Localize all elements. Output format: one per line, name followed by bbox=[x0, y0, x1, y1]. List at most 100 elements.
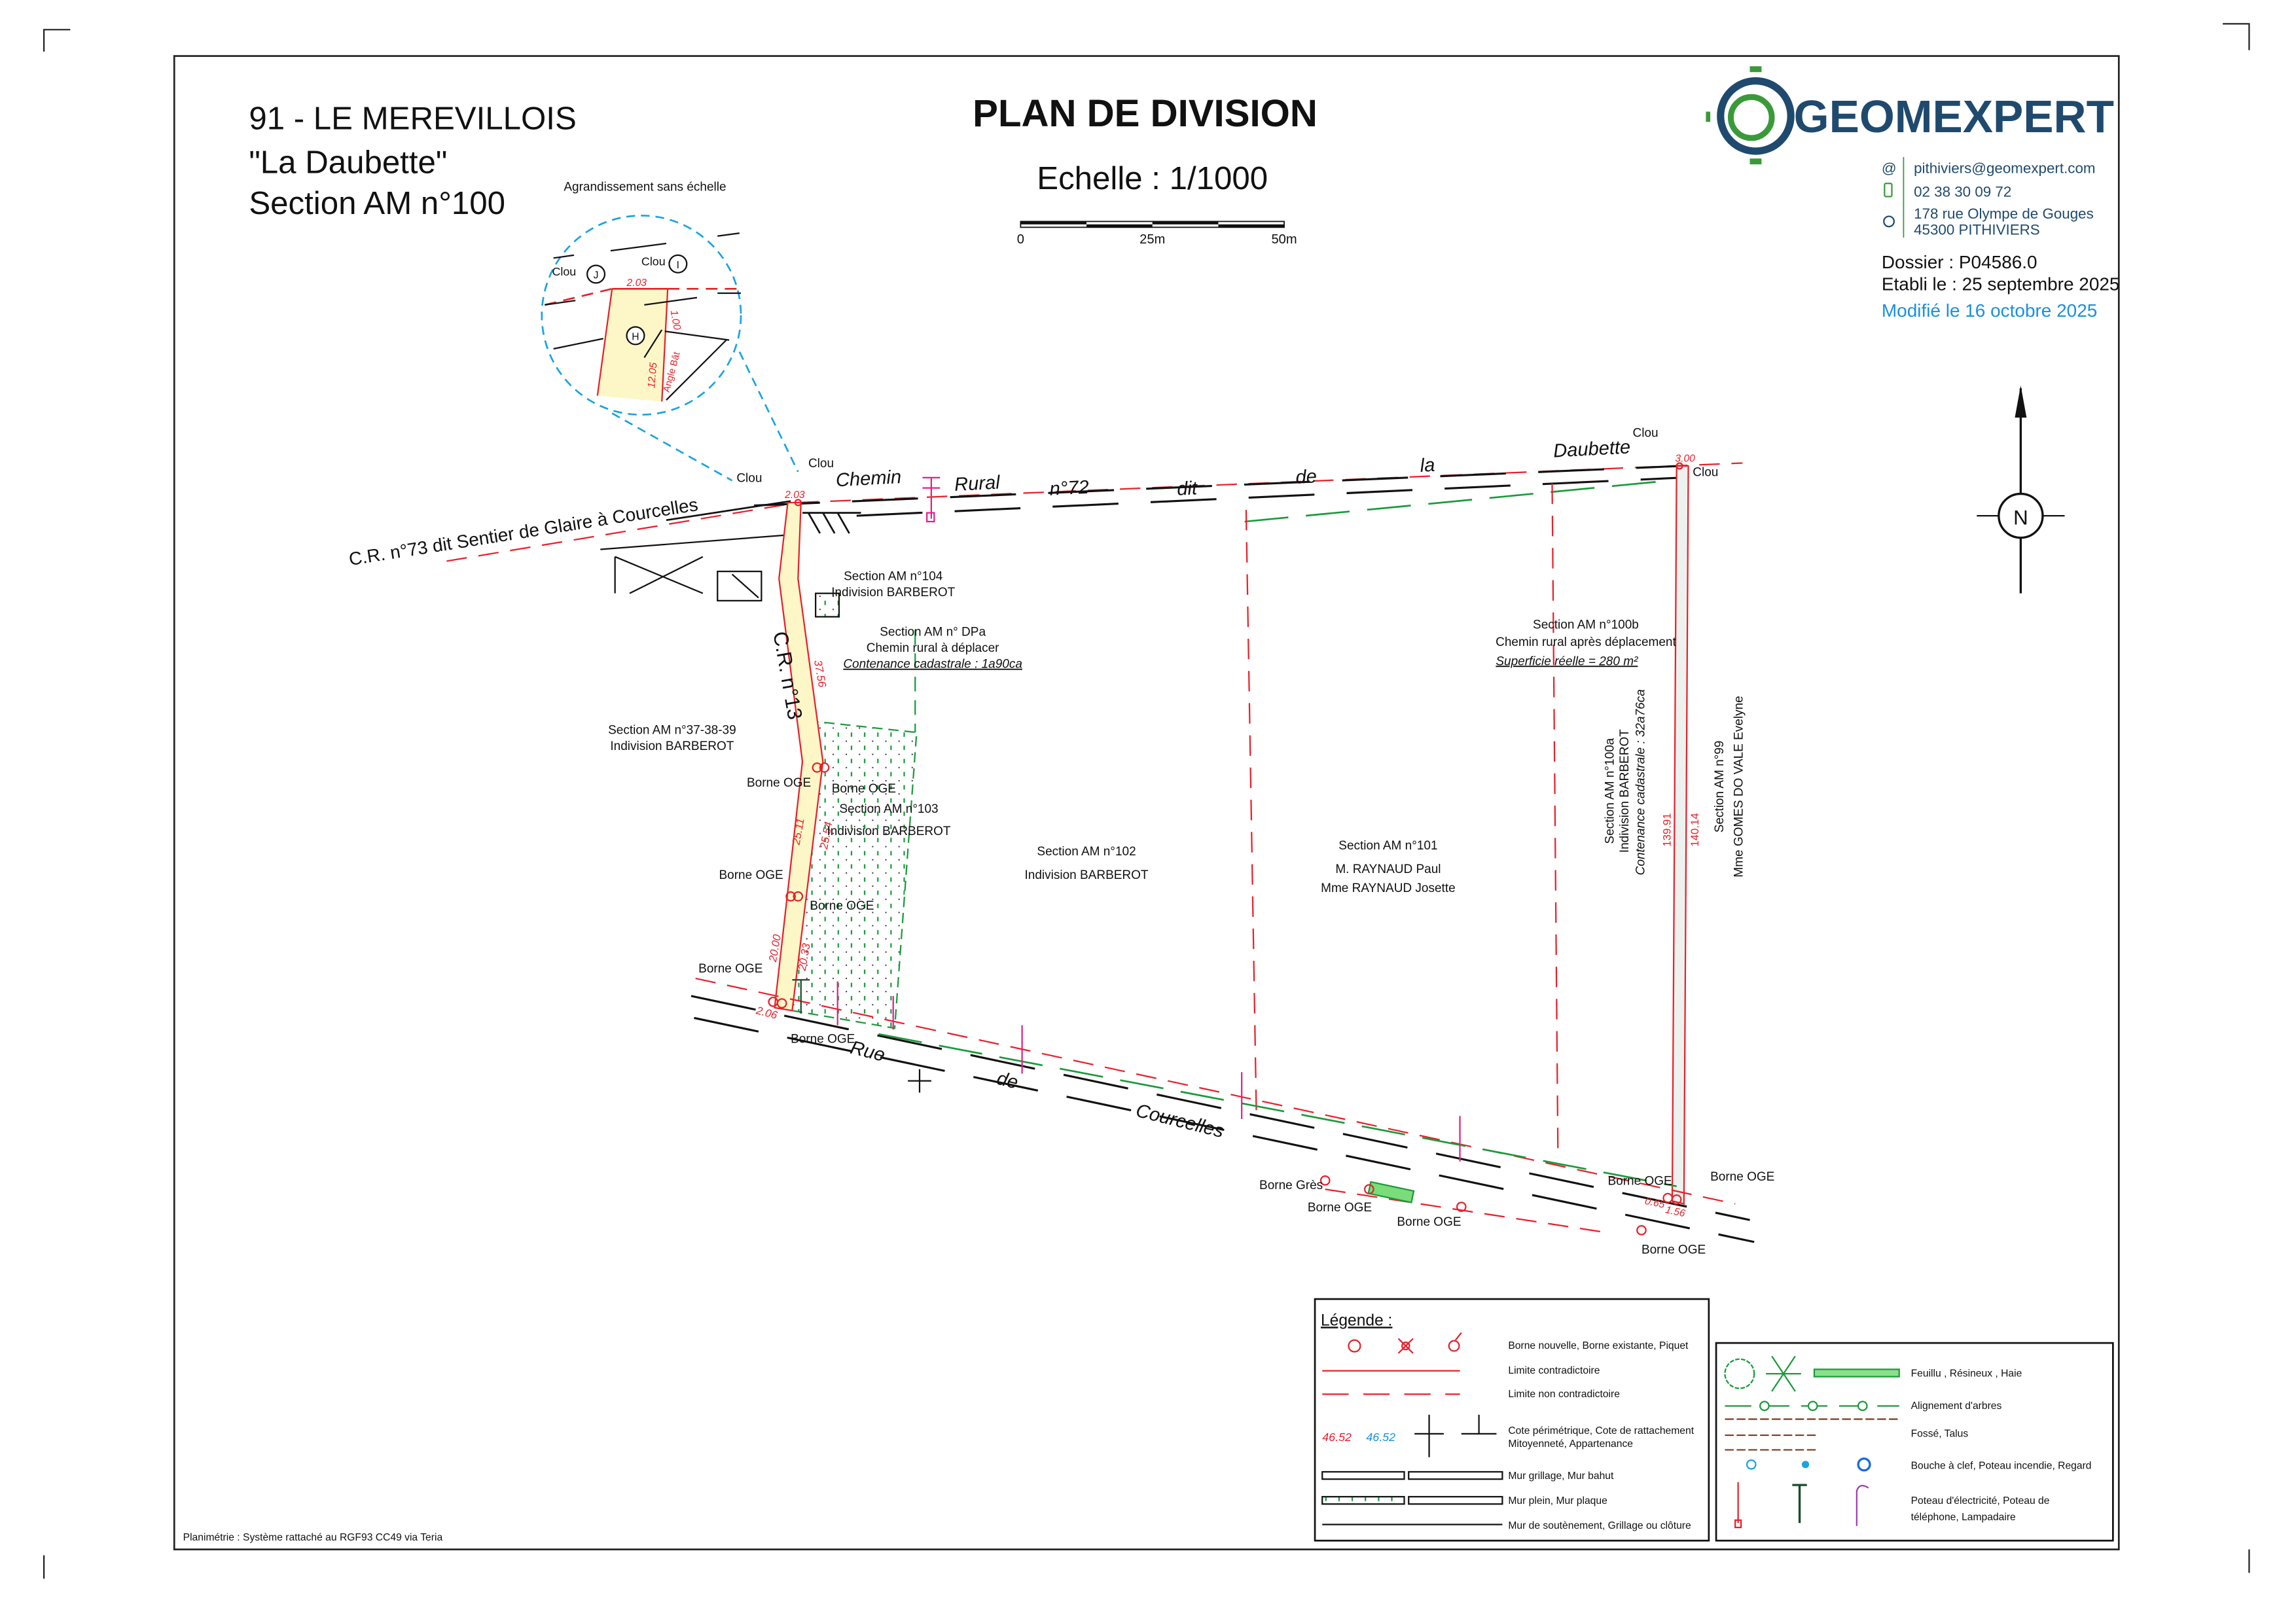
svg-text:Mme GOMES DO VALE Evelyne: Mme GOMES DO VALE Evelyne bbox=[1732, 696, 1746, 877]
top-road: C.R. n°73 dit Sentier de Glaire à Cource… bbox=[348, 437, 1743, 618]
svg-text:Alignement d'arbres: Alignement d'arbres bbox=[1911, 1400, 2002, 1412]
svg-text:1.00: 1.00 bbox=[668, 310, 683, 331]
svg-text:dit: dit bbox=[1176, 478, 1198, 500]
electric-pole-icon bbox=[922, 476, 941, 523]
svg-text:Borne OGE: Borne OGE bbox=[747, 776, 811, 790]
svg-text:Borne OGE: Borne OGE bbox=[719, 868, 783, 882]
svg-text:J: J bbox=[594, 270, 599, 281]
hydrant-icon bbox=[1801, 1461, 1810, 1469]
crop-marks bbox=[43, 23, 2250, 1579]
svg-text:12.05: 12.05 bbox=[646, 362, 659, 389]
svg-text:Fossé, Talus: Fossé, Talus bbox=[1911, 1428, 1969, 1439]
svg-text:0: 0 bbox=[1017, 232, 1024, 247]
svg-text:Clou: Clou bbox=[1693, 466, 1718, 480]
svg-text:Indivision BARBEROT: Indivision BARBEROT bbox=[1025, 868, 1149, 882]
modified-date: Modifié le 16 octobre 2025 bbox=[1882, 300, 2097, 321]
svg-text:46.52: 46.52 bbox=[1322, 1431, 1352, 1444]
svg-text:139.91: 139.91 bbox=[1661, 813, 1674, 846]
sheet-frame bbox=[173, 55, 2120, 1550]
svg-text:0.65: 0.65 bbox=[1644, 1196, 1666, 1211]
location-icon bbox=[1883, 215, 1895, 228]
svg-text:Section AM n°102: Section AM n°102 bbox=[1037, 845, 1136, 859]
svg-text:Chemin rural à déplacer: Chemin rural à déplacer bbox=[867, 641, 999, 655]
svg-text:Indivision BARBEROT: Indivision BARBEROT bbox=[831, 586, 955, 599]
svg-text:37.56: 37.56 bbox=[812, 659, 829, 688]
location-title: 91 - LE MEREVILLOIS bbox=[249, 100, 576, 136]
legend-secondary: Feuillu , Résineux , Haie Alignement d'a… bbox=[1715, 1342, 2114, 1542]
svg-text:Mur de soutènement, Grillage o: Mur de soutènement, Grillage ou clôture bbox=[1508, 1520, 1691, 1531]
svg-text:téléphone, Lampadaire: téléphone, Lampadaire bbox=[1911, 1512, 2016, 1523]
parcel-labels: Section AM n°104 Indivision BARBEROT Sec… bbox=[608, 570, 1746, 896]
svg-text:de: de bbox=[1295, 466, 1318, 488]
svg-text:Mitoyenneté, Appartenance: Mitoyenneté, Appartenance bbox=[1508, 1438, 1633, 1450]
svg-text:Feuillu , Résineux , Haie: Feuillu , Résineux , Haie bbox=[1911, 1368, 2022, 1380]
page-title: PLAN DE DIVISION bbox=[973, 92, 1318, 135]
valve-icon bbox=[1746, 1459, 1757, 1470]
svg-text:Borne OGE: Borne OGE bbox=[1710, 1170, 1774, 1184]
established-date: Etabli le : 25 septembre 2025 bbox=[1882, 274, 2120, 294]
svg-text:Cote périmétrique, Cote de rat: Cote périmétrique, Cote de rattachement bbox=[1508, 1425, 1694, 1436]
svg-text:50m: 50m bbox=[1271, 232, 1297, 247]
svg-text:Section AM n°100a: Section AM n°100a bbox=[1603, 738, 1617, 844]
svg-text:Borne Grès: Borne Grès bbox=[1259, 1179, 1323, 1192]
svg-text:Chemin: Chemin bbox=[835, 467, 902, 491]
svg-text:H: H bbox=[632, 332, 639, 343]
svg-text:Borne OGE: Borne OGE bbox=[1308, 1201, 1372, 1215]
svg-text:Borne OGE: Borne OGE bbox=[832, 782, 896, 796]
svg-text:Section AM n°103: Section AM n°103 bbox=[839, 802, 938, 816]
svg-text:Superficie réelle = 280 m²: Superficie réelle = 280 m² bbox=[1496, 654, 1638, 668]
svg-text:Section AM n°104: Section AM n°104 bbox=[844, 570, 943, 584]
svg-text:Clou: Clou bbox=[552, 265, 576, 278]
email-link[interactable]: pithiviers@geomexpert.com bbox=[1914, 160, 2095, 177]
svg-text:Contenance cadastrale : 1a90ca: Contenance cadastrale : 1a90ca bbox=[843, 658, 1022, 671]
svg-text:Section AM n° DPa: Section AM n° DPa bbox=[880, 626, 986, 639]
svg-text:Section AM n°37-38-39: Section AM n°37-38-39 bbox=[608, 723, 736, 737]
svg-text:Borne OGE: Borne OGE bbox=[1397, 1215, 1461, 1229]
section-title: Section AM n°100 bbox=[249, 185, 505, 221]
svg-text:Limite contradictoire: Limite contradictoire bbox=[1508, 1365, 1600, 1376]
svg-text:Clou: Clou bbox=[736, 472, 762, 486]
svg-text:3.00: 3.00 bbox=[1675, 453, 1695, 464]
svg-text:Légende :: Légende : bbox=[1321, 1311, 1392, 1329]
svg-text:46.52: 46.52 bbox=[1366, 1431, 1395, 1444]
svg-text:Agrandissement sans échelle: Agrandissement sans échelle bbox=[564, 180, 726, 194]
svg-text:Indivision BARBEROT: Indivision BARBEROT bbox=[610, 740, 734, 753]
parcel-103 bbox=[791, 630, 918, 1029]
boundary-markers bbox=[768, 462, 1683, 1236]
svg-text:Borne OGE: Borne OGE bbox=[810, 899, 874, 913]
cr73-label: C.R. n°73 dit Sentier de Glaire à Cource… bbox=[348, 494, 700, 569]
svg-text:Borne OGE: Borne OGE bbox=[1607, 1174, 1672, 1188]
svg-text:Limite non contradictoire: Limite non contradictoire bbox=[1508, 1389, 1620, 1400]
svg-text:N: N bbox=[2013, 507, 2028, 529]
svg-text:Clou: Clou bbox=[1633, 426, 1659, 440]
svg-text:25m: 25m bbox=[1139, 232, 1165, 247]
svg-text:I: I bbox=[677, 260, 679, 271]
scale-label: Echelle : 1/1000 bbox=[1037, 160, 1268, 196]
svg-text:Contenance cadastrale : 32a76c: Contenance cadastrale : 32a76ca bbox=[1634, 689, 1647, 875]
svg-text:Bouche à clef, Poteau incendie: Bouche à clef, Poteau incendie, Regard bbox=[1911, 1461, 2092, 1472]
svg-text:Clou: Clou bbox=[808, 457, 834, 471]
manhole-icon bbox=[1857, 1457, 1871, 1472]
svg-text:Indivision BARBEROT: Indivision BARBEROT bbox=[1618, 729, 1632, 853]
svg-text:Section AM n°101: Section AM n°101 bbox=[1338, 839, 1437, 853]
telephone-pole-icon bbox=[792, 979, 810, 1014]
conifer-icon bbox=[1766, 1355, 1801, 1392]
svg-text:Clou: Clou bbox=[641, 255, 666, 268]
svg-text:Mur plein, Mur plaque: Mur plein, Mur plaque bbox=[1508, 1495, 1607, 1507]
deciduous-tree-icon bbox=[1724, 1358, 1755, 1389]
svg-text:Daubette: Daubette bbox=[1552, 437, 1631, 461]
svg-text:Borne OGE: Borne OGE bbox=[698, 962, 762, 976]
scale-bar: 0 25m 50m bbox=[1017, 221, 1297, 247]
svg-text:Indivision BARBEROT: Indivision BARBEROT bbox=[827, 825, 950, 838]
svg-text:Borne nouvelle, Borne existant: Borne nouvelle, Borne existante, Piquet bbox=[1508, 1340, 1689, 1351]
svg-text:la: la bbox=[1420, 455, 1435, 476]
svg-text:140.14: 140.14 bbox=[1689, 813, 1701, 846]
hedge-icon bbox=[1813, 1368, 1900, 1378]
svg-text:45300 PITHIVIERS: 45300 PITHIVIERS bbox=[1914, 222, 2040, 238]
svg-text:Mme RAYNAUD Josette: Mme RAYNAUD Josette bbox=[1321, 882, 1456, 895]
svg-text:Borne OGE: Borne OGE bbox=[791, 1032, 855, 1046]
phone-icon bbox=[1884, 183, 1893, 198]
svg-text:de: de bbox=[995, 1068, 1020, 1094]
svg-text:Section AM n°99: Section AM n°99 bbox=[1713, 741, 1727, 833]
